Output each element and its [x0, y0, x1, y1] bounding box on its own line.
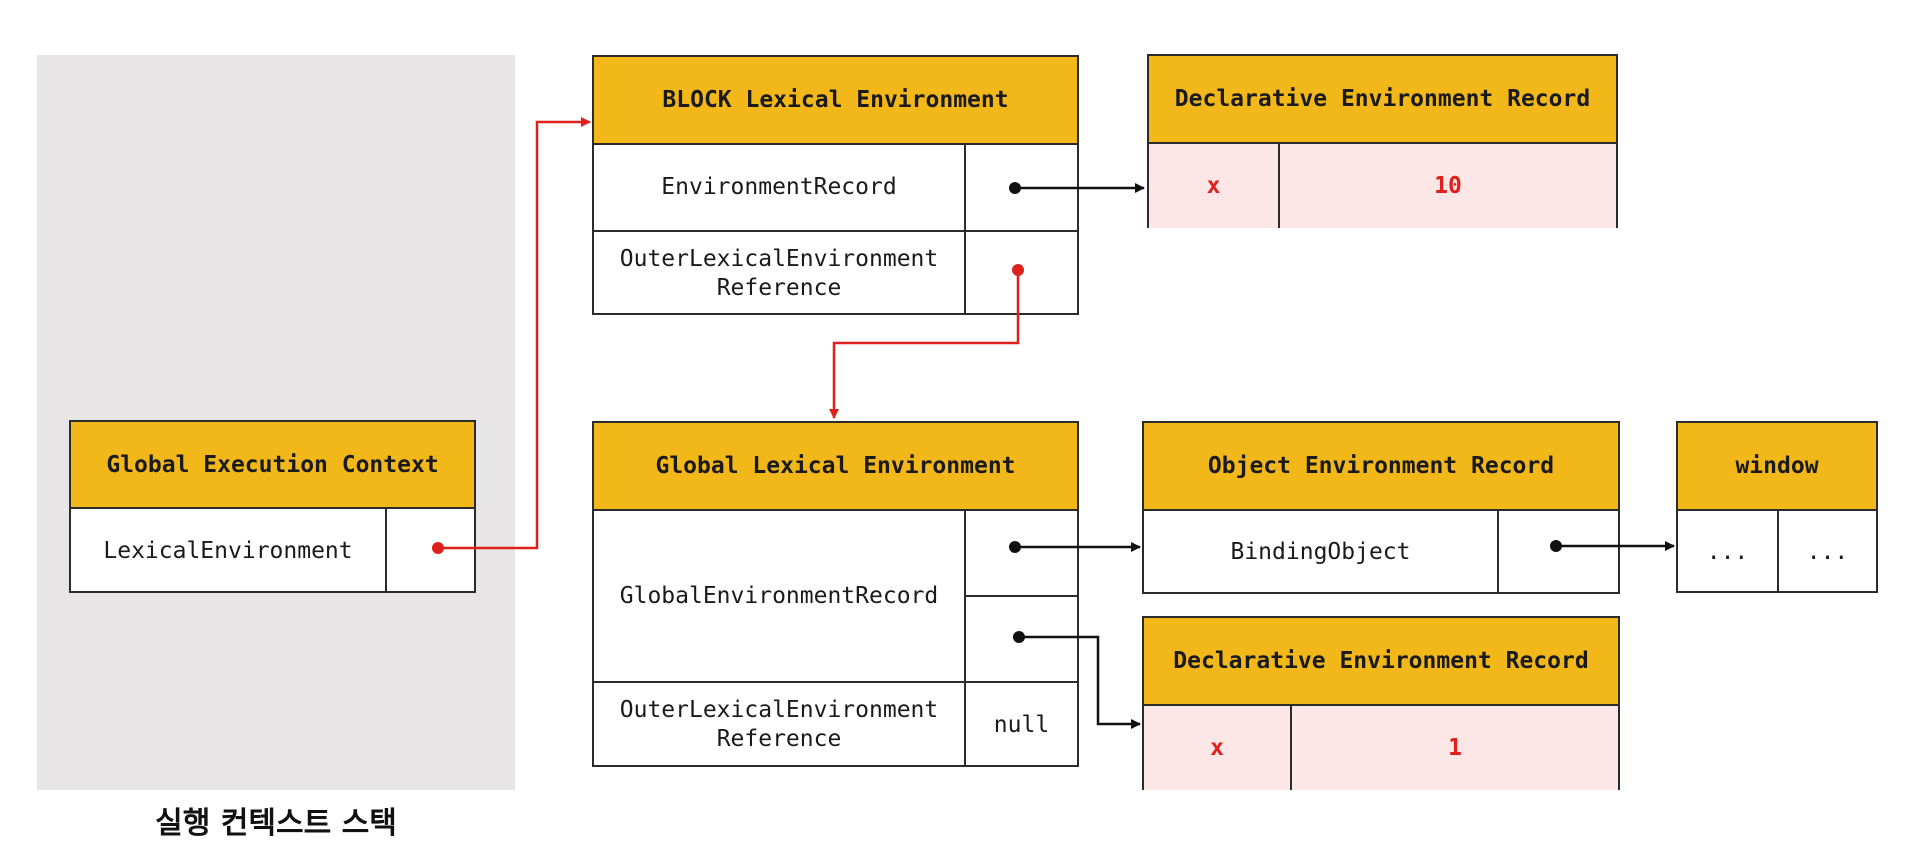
declarative-record-arrow [1013, 631, 1141, 729]
outer-reference-arrow [829, 264, 1024, 419]
global-lexical-environment: Global Lexical Environment GlobalEnviron… [592, 421, 1079, 767]
global-execution-context: Global Execution Context LexicalEnvironm… [69, 420, 476, 593]
global-binding-value: 1 [1290, 706, 1618, 790]
global-binding-key: x [1210, 734, 1224, 761]
block-declarative-environment-record: Declarative Environment Record x 10 [1147, 54, 1618, 228]
window-property-cell: ... [1706, 538, 1749, 565]
global-declarative-record-title: Declarative Environment Record [1144, 618, 1618, 706]
global-environment-record-label: GlobalEnvironmentRecord [619, 582, 939, 609]
global-lexical-environment-title: Global Lexical Environment [594, 423, 1077, 511]
block-declarative-record-title: Declarative Environment Record [1149, 56, 1616, 144]
lexical-environment-pointer-cell [385, 509, 474, 593]
global-execution-context-title: Global Execution Context [71, 422, 474, 509]
block-outer-reference-pointer-cell [964, 232, 1077, 315]
binding-object-label: BindingObject [1230, 539, 1411, 565]
window-object: window ... ... [1676, 421, 1878, 593]
global-environment-record-pointers [964, 511, 1077, 681]
window-property-cell: ... [1777, 511, 1876, 593]
environment-record-arrow [1009, 182, 1145, 194]
lexical-environment-arrow [432, 117, 591, 554]
stack-caption: 실행 컨텍스트 스택 [155, 806, 397, 841]
window-object-title: window [1678, 423, 1876, 511]
environment-record-pointer-cell [964, 145, 1077, 230]
block-lexical-environment: BLOCK Lexical Environment EnvironmentRec… [592, 55, 1079, 315]
binding-object-arrow [1550, 540, 1675, 552]
block-lexical-environment-title: BLOCK Lexical Environment [594, 57, 1077, 145]
binding-object-pointer-cell [1497, 511, 1618, 594]
object-record-pointer-cell [966, 511, 1077, 597]
object-environment-record-title: Object Environment Record [1144, 423, 1618, 511]
global-outer-reference-label: OuterLexicalEnvironment Reference [619, 697, 939, 752]
global-declarative-environment-record: Declarative Environment Record x 1 [1142, 616, 1620, 790]
global-outer-reference-null: null [964, 683, 1077, 767]
block-binding-value: 10 [1278, 144, 1616, 228]
environment-record-label: EnvironmentRecord [661, 174, 897, 200]
object-record-arrow [1009, 541, 1141, 553]
lexical-environment-label: LexicalEnvironment [103, 537, 353, 564]
object-environment-record: Object Environment Record BindingObject [1142, 421, 1620, 594]
block-outer-reference-label: OuterLexicalEnvironment Reference [619, 245, 939, 301]
block-binding-key: x [1206, 172, 1221, 199]
